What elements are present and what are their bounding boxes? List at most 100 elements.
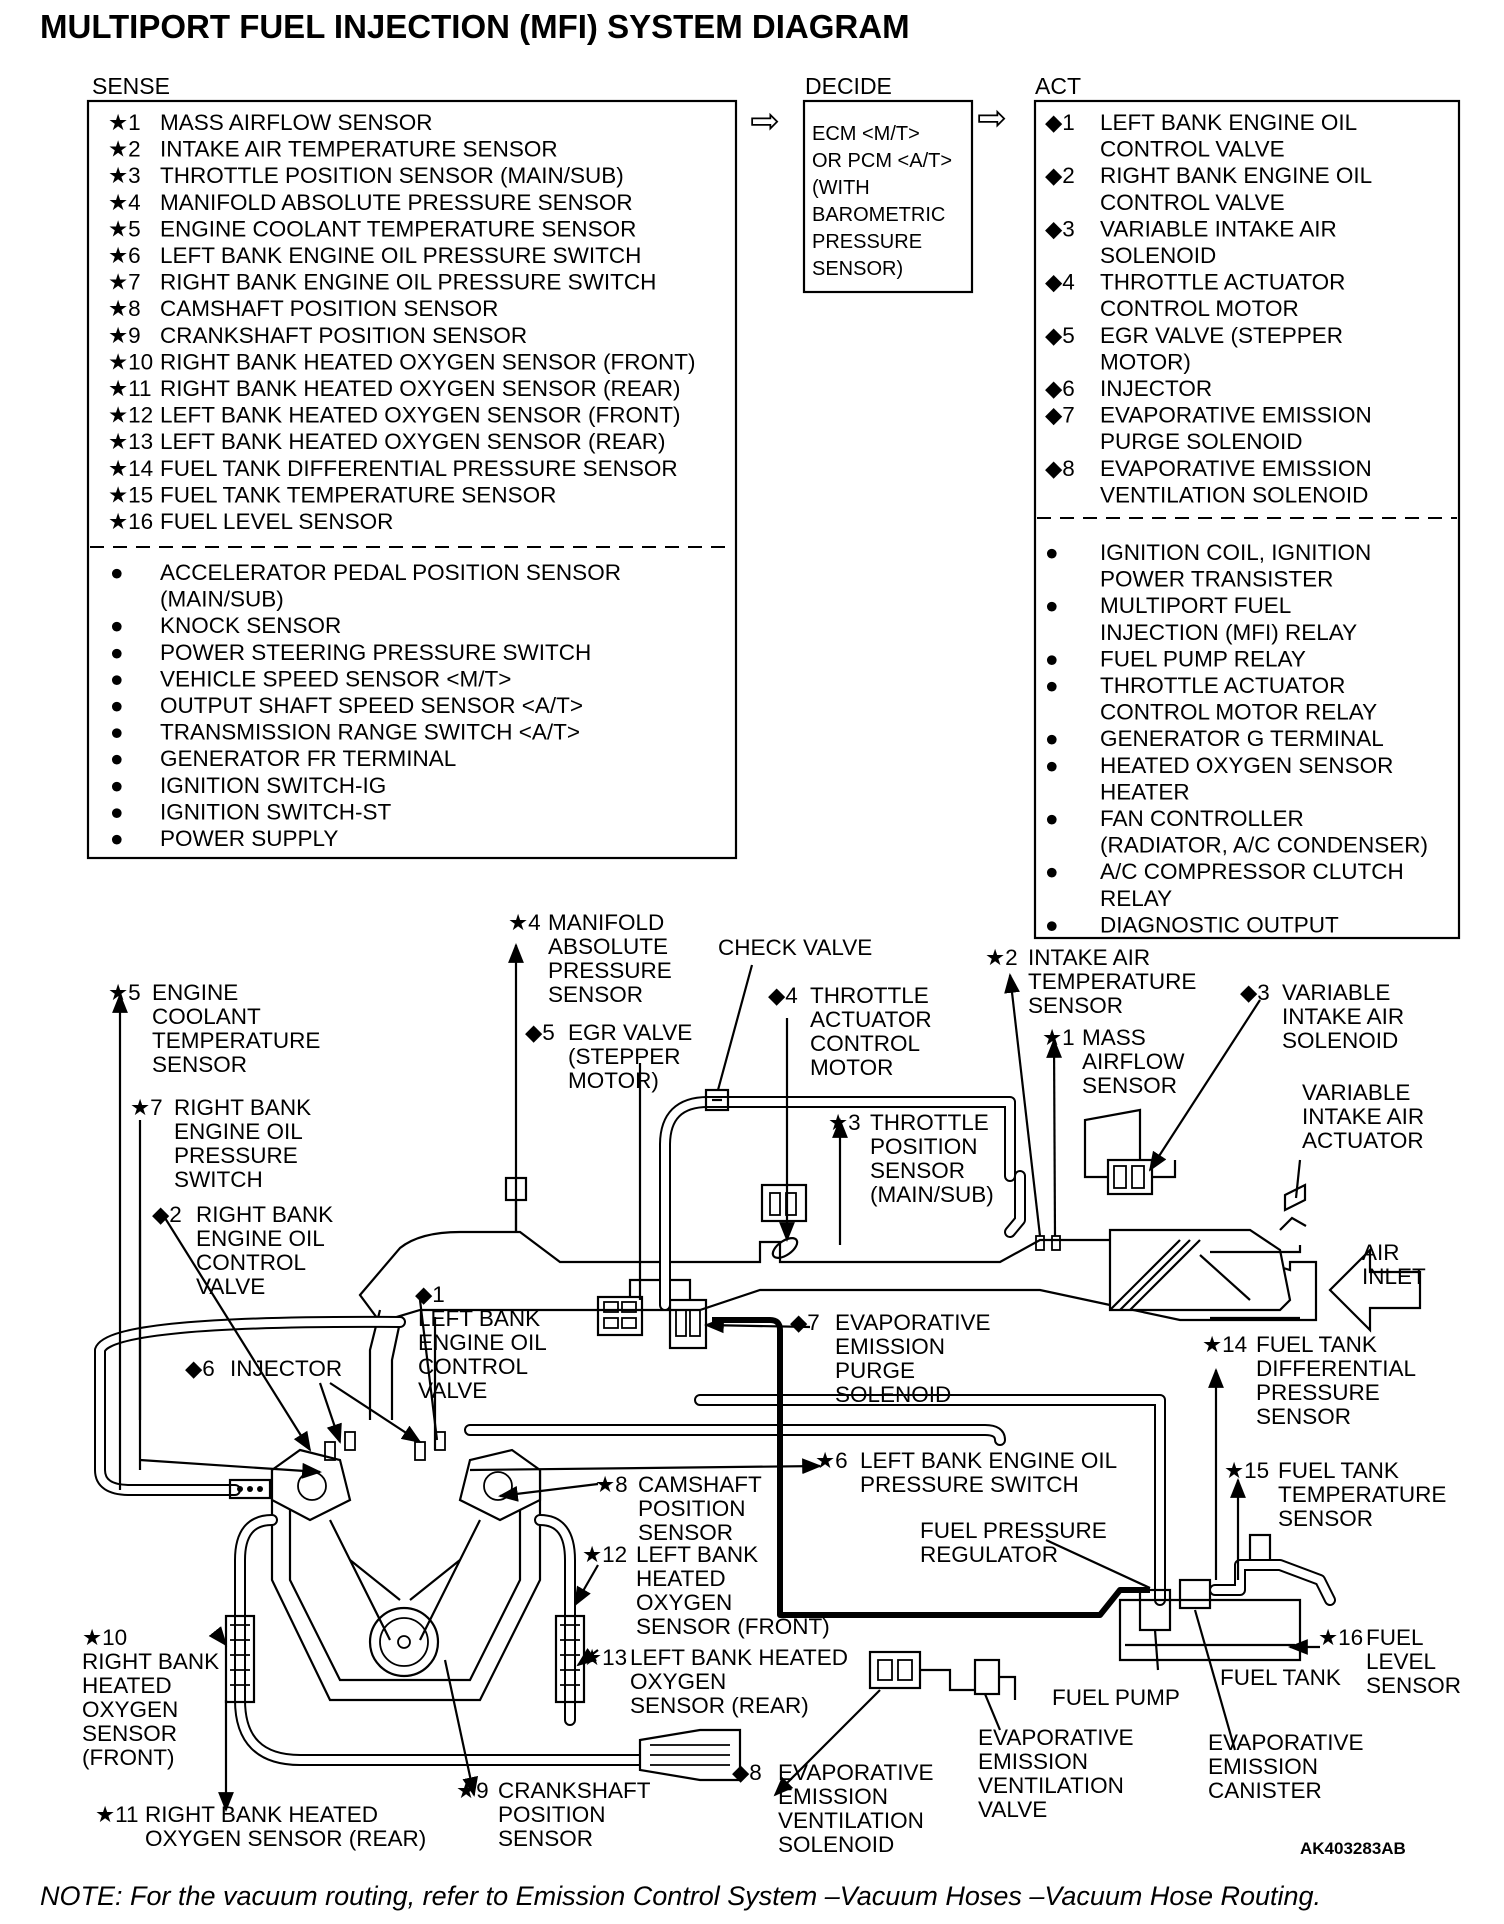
sense-bullet-icon: ● [110,666,124,691]
sense-item-number: ★8 [108,296,141,321]
label-line: ABSOLUTE [548,934,668,959]
label-line: SENSOR [1082,1073,1177,1098]
act-item-number: ◆7 [1045,403,1075,428]
label-line: ENGINE OIL [196,1226,325,1251]
act-bullet-icon: ● [1045,673,1059,698]
fuel-tank-body [1118,1598,1302,1662]
label-symbol: ◆3 [1240,980,1270,1005]
act-item: RIGHT BANK ENGINE OIL [1100,163,1372,188]
label-line: PURGE [835,1358,915,1383]
sense-item: FUEL TANK DIFFERENTIAL PRESSURE SENSOR [160,456,678,481]
decide-line: ECM <M/T> [812,123,920,145]
act-item-number: ◆1 [1045,110,1075,135]
sense-item-number: ★10 [108,349,153,374]
vent-valve-body [973,1658,1001,1696]
label-symbol: ★13 [582,1645,627,1670]
label-line: POSITION [638,1496,746,1521]
sense-item-number: ★16 [108,509,153,534]
label-line: SENSOR [498,1826,593,1851]
label-line: REGULATOR [920,1542,1058,1567]
label-symbol: ★15 [1224,1458,1269,1483]
sense-header: SENSE [92,73,170,99]
act-bullet-icon: ● [1045,646,1059,671]
label-line: RIGHT BANK HEATED [145,1802,378,1827]
sense-item-number: ★1 [108,110,141,135]
sense-item-number: ★14 [108,456,153,481]
label-line: OXYGEN [636,1590,732,1615]
label-line: RIGHT BANK [196,1202,333,1227]
label-line: SENSOR [870,1158,965,1183]
sense-item-number: ★5 [108,216,141,241]
throttle-actuator-motor [760,1183,808,1223]
sense-bullet-item: ACCELERATOR PEDAL POSITION SENSOR [160,560,621,585]
sense-item-number: ★15 [108,482,153,507]
decide-line: PRESSURE [812,231,922,253]
label-line: CAMSHAFT [638,1472,762,1497]
sense-item-number: ★3 [108,163,141,188]
label-line: MASS [1082,1025,1146,1050]
label-symbol: ◆4 [768,983,798,1008]
label-line: ENGINE OIL [174,1119,303,1144]
label-line: VALVE [196,1274,265,1299]
label-line: FUEL PUMP [1052,1685,1180,1710]
label-line: TEMPERATURE [1278,1482,1446,1507]
act-item: SOLENOID [1100,243,1216,268]
act-bullet-item: IGNITION COIL, IGNITION [1100,540,1371,565]
label-symbol: ★6 [815,1448,848,1473]
sense-bullet-icon: ● [110,613,124,638]
decide-box [802,99,974,294]
act-bullet-item: FUEL PUMP RELAY [1100,646,1306,671]
sense-item: FUEL LEVEL SENSOR [160,509,393,534]
label-symbol: ★1 [1042,1025,1075,1050]
decide-line: BAROMETRIC [812,204,945,226]
label-line: INTAKE AIR [1302,1104,1424,1129]
act-bullet-item: MULTIPORT FUEL [1100,593,1291,618]
label-symbol: ◆1 [415,1282,445,1307]
act-item: MOTOR) [1100,349,1191,374]
label-line: VARIABLE [1282,980,1390,1005]
label-symbol: ★14 [1202,1332,1247,1357]
label-line: FUEL TANK [1256,1332,1377,1357]
label-line: (MAIN/SUB) [870,1182,994,1207]
label-line: SWITCH [174,1167,263,1192]
act-item: CONTROL VALVE [1100,190,1285,215]
act-bullet-item: DIAGNOSTIC OUTPUT [1100,912,1339,937]
act-bullet-item: CONTROL MOTOR RELAY [1100,700,1377,725]
act-item-number: ◆3 [1045,216,1075,241]
sense-bullet-icon: ● [110,560,124,585]
sense-bullet-icon: ● [110,640,124,665]
act-header: ACT [1035,73,1081,99]
act-item: EVAPORATIVE EMISSION [1100,403,1372,428]
label-symbol: ★9 [456,1778,489,1803]
fuel-tank-temp-sensor-body [1248,1533,1272,1563]
sense-bullet-item: IGNITION SWITCH-IG [160,773,386,798]
label-symbol: ★2 [985,945,1018,970]
label-line: PRESSURE SWITCH [860,1472,1079,1497]
sense-bullet-icon: ● [110,826,124,851]
sense-bullet-item: KNOCK SENSOR [160,613,341,638]
label-line: LEFT BANK [636,1542,758,1567]
act-item-number: ◆4 [1045,270,1075,295]
label-symbol: ★11 [95,1802,139,1827]
sense-bullet-item: IGNITION SWITCH-ST [160,799,391,824]
label-line: THROTTLE [810,983,929,1008]
label-line: CANISTER [1208,1778,1322,1803]
label-line: AIR [1362,1240,1400,1265]
label-line: SENSOR [82,1721,177,1746]
act-bullet-icon: ● [1045,726,1059,751]
label-line: SENSOR [1278,1506,1373,1531]
label-line: SENSOR [1028,993,1123,1018]
act-bullet-icon: ● [1045,806,1059,831]
sense-item: RIGHT BANK HEATED OXYGEN SENSOR (REAR) [160,376,681,401]
act-bullet-icon: ● [1045,593,1059,618]
label-line: POSITION [498,1802,606,1827]
